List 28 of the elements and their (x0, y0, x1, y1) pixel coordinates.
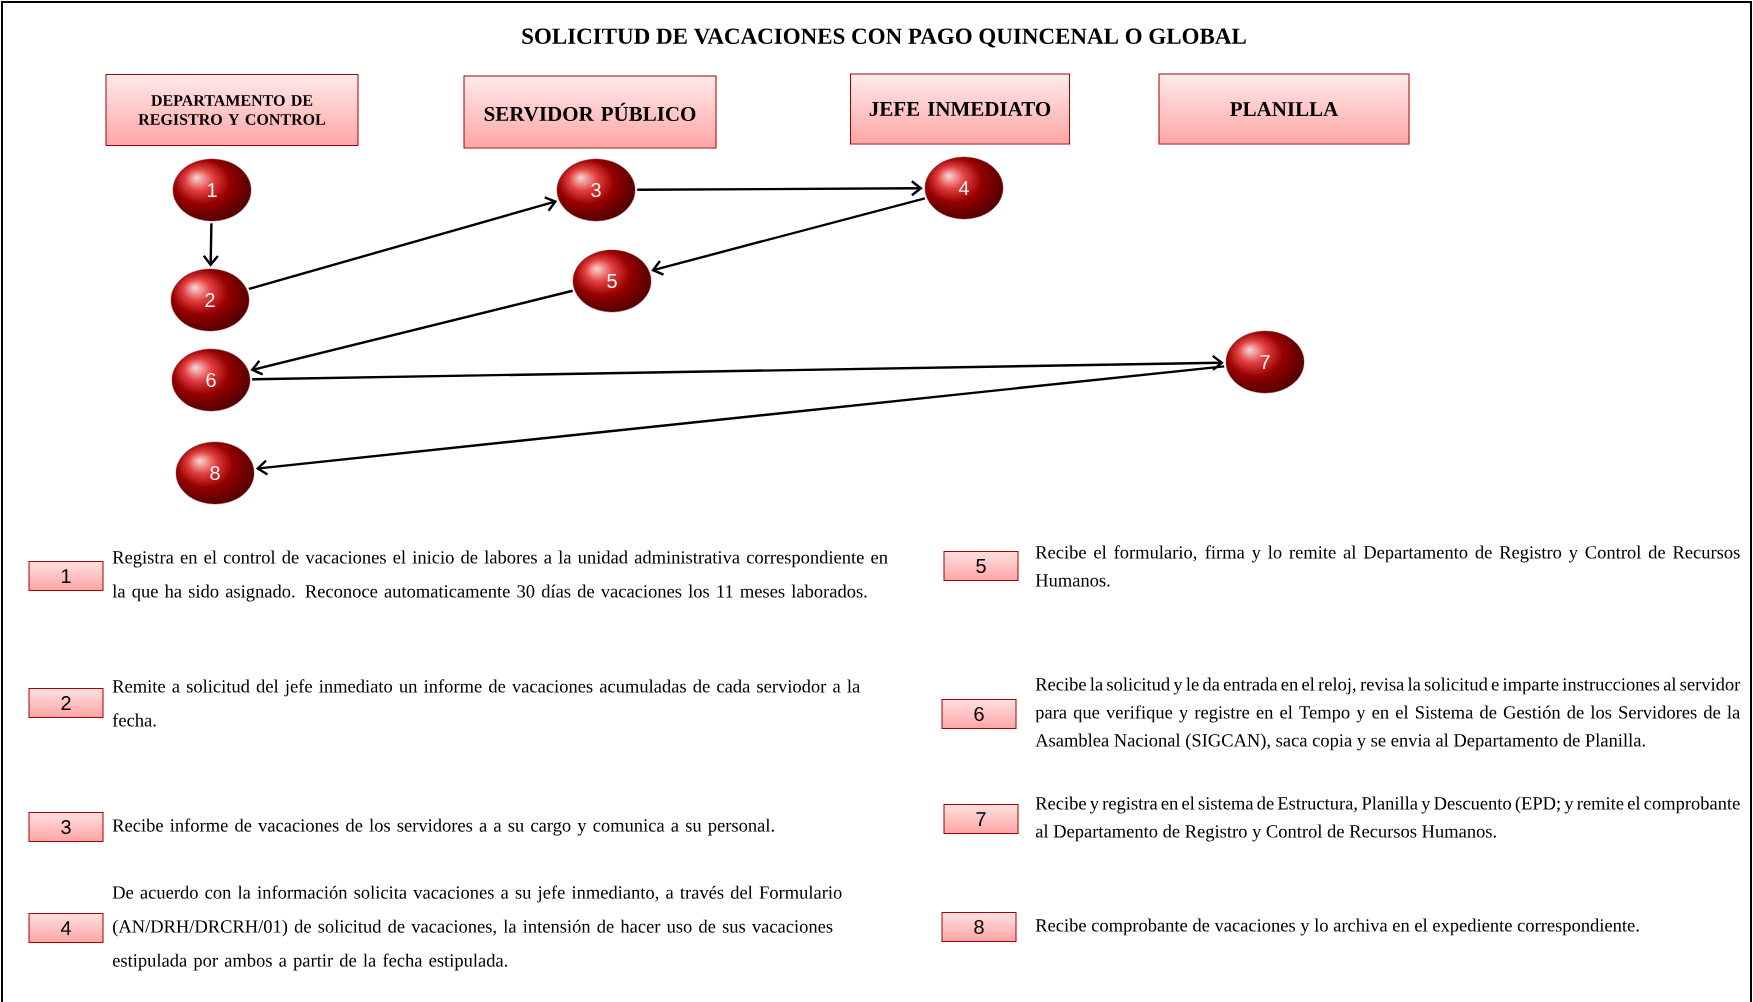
arrow (250, 289, 573, 376)
arrow (255, 365, 1225, 476)
title: SOLICITUD DE VACACIONES CON PAGO QUINCENAL O GLOBAL (522, 28, 1246, 48)
lane-header-box: SERVIDOR PÚBLICO (463, 75, 717, 149)
step-number-box: 2 (28, 688, 104, 718)
arrow (248, 196, 558, 291)
arrow (637, 180, 923, 197)
arrow (202, 223, 219, 267)
step-number-box: 5 (943, 551, 1019, 581)
step-description: Recibe la solicitud y le da entrada en el reloj, revisa la solicitud e imparte instrucciones al servidor para que verifique y registre en el Tempo y en el Sistema de Gestión de los Servidores de la Asamblea Nacional (SIGCAN), saca copia y se envia al Departamento de Planilla. (1035, 677, 1741, 751)
step-number-box: 8 (941, 912, 1017, 942)
step-description: Recibe y registra en el sistema de Estructura, Planilla y Descuento (EPD; y remite el comprobante al Departamento de Registro y Control de Recursos Humanos. (1035, 796, 1740, 842)
lane-header-box: JEFE INMEDIATO (850, 73, 1070, 145)
step-description: Recibe el formulario, firma y lo remite al Departamento de Registro y Control de Recursos Humanos. (1035, 545, 1740, 587)
step-number-box: 1 (28, 561, 104, 591)
step-description: Registra en el control de vacaciones el inicio de labores a la unidad administrativa correspondiente en la que ha sido asignado. Reconoce automaticamente 30 días de vacaciones los 11 meses laborados. (112, 550, 888, 602)
lane-header-box: PLANILLA (1158, 73, 1410, 145)
step-description: De acuerdo con la información solicita vacaciones a su jefe inmedianto, a través del Formulario (AN/DRH/DRCRH/01) de solicitud de vacaciones, la intensión de hacer uso de sus vacaciones estipulada por ambos a partir de la fecha estipulada. (112, 885, 842, 971)
arrow (651, 197, 926, 276)
step-number-box: 3 (28, 812, 104, 842)
step-number-box: 6 (941, 699, 1017, 729)
arrow (252, 354, 1224, 381)
step-description: Remite a solicitud del jefe inmediato un informe de vacaciones acumuladas de cada serviodor a la fecha. (112, 679, 860, 727)
step-description: Recibe informe de vacaciones de los servidores a a su cargo y comunica a su personal. (112, 818, 774, 836)
step-description: Recibe comprobante de vacaciones y lo archiva en el expediente correspondiente. (1035, 918, 1639, 936)
step-number-box: 7 (943, 804, 1019, 834)
step-number-box: 4 (28, 913, 104, 943)
lane-header-box: DEPARTAMENTO DE REGISTRO Y CONTROL (105, 74, 359, 146)
